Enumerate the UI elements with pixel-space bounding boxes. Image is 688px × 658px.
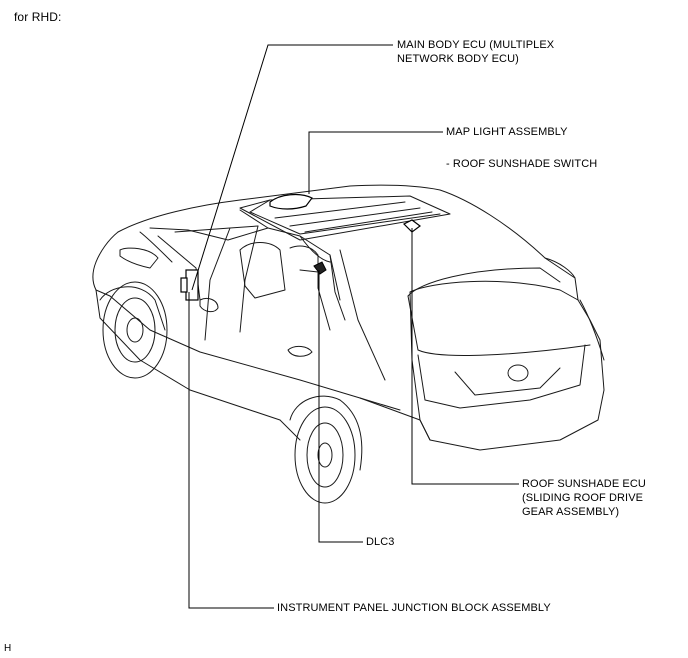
map-light-label: MAP LIGHT ASSEMBLY [446, 126, 568, 138]
main-body-ecu-marker [180, 269, 199, 301]
dlc3-label: DLC3 [366, 536, 395, 548]
roof-sunshade-switch-label: - ROOF SUNSHADE SWITCH [446, 158, 598, 170]
roof-sunshade-ecu-marker [402, 219, 421, 233]
roof-sunshade-ecu-label-line3: GEAR ASSEMBLY) [522, 506, 620, 518]
variant-label: for RHD: [14, 10, 62, 24]
figure-code: H [4, 643, 12, 654]
leader-instrument-panel-jb [188, 292, 274, 609]
map-light-marker [269, 193, 313, 210]
leader-main-body-ecu [191, 44, 393, 291]
roof-sunshade-ecu-label-line1: ROOF SUNSHADE ECU [522, 478, 646, 490]
dlc3-marker [313, 261, 327, 275]
roof-sunshade-ecu-label-line2: (SLIDING ROOF DRIVE [522, 492, 644, 504]
main-body-ecu-label-line1: MAIN BODY ECU (MULTIPLEX [397, 39, 555, 51]
leader-dlc3 [318, 270, 363, 543]
leader-map-light [308, 131, 443, 194]
instrument-panel-jb-label: INSTRUMENT PANEL JUNCTION BLOCK ASSEMBLY [277, 602, 551, 614]
vehicle-outline [92, 184, 605, 504]
main-body-ecu-label-line2: NETWORK BODY ECU) [397, 53, 519, 65]
leader-roof-sunshade-ecu [411, 228, 519, 485]
